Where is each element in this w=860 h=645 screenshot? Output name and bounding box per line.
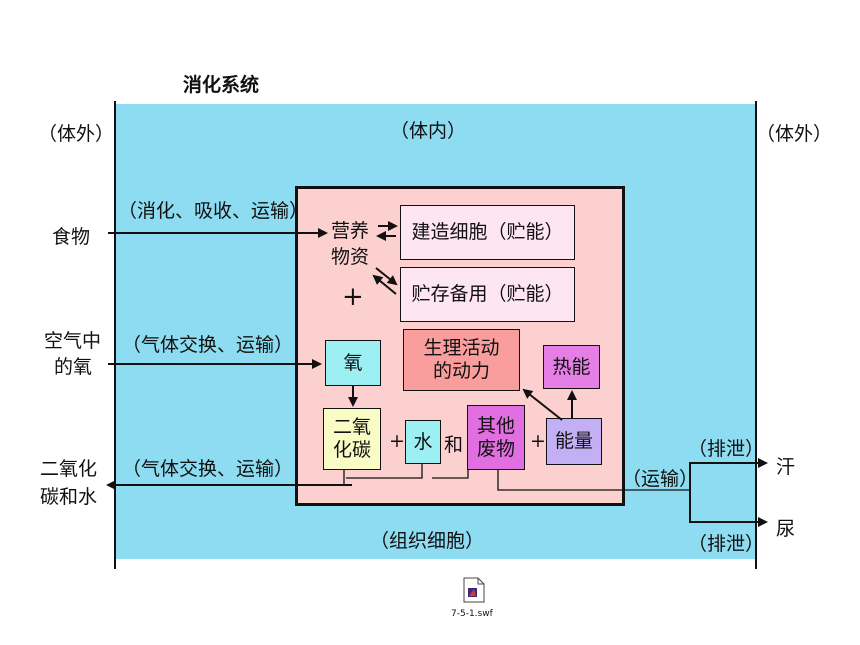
oxygen-process-label: （气体交换、运输） xyxy=(122,334,294,356)
outside-right-label: （体外） xyxy=(756,123,833,145)
air-oxygen-label-line2: 的氧 xyxy=(54,356,93,378)
nutrients-store-arrows xyxy=(372,267,398,295)
co2-process-label: （气体交换、运输） xyxy=(122,458,294,480)
life-activity-box: 生理活动的动力 xyxy=(403,329,520,391)
water-box: 水 xyxy=(405,420,441,464)
air-oxygen-label-line1: 空气中 xyxy=(44,330,102,352)
excrete-bottom-label: （排泄） xyxy=(688,533,765,555)
other-waste-line1: 其他 xyxy=(476,414,515,437)
other-waste-line2: 废物 xyxy=(476,437,515,460)
urine-label: 尿 xyxy=(776,518,796,540)
sweat-label: 汗 xyxy=(776,456,796,478)
heat-energy-box: 热能 xyxy=(543,345,600,389)
swf-file-icon[interactable] xyxy=(463,577,485,603)
other-waste-box: 其他废物 xyxy=(467,405,525,470)
nutrients-label-line1: 营养 xyxy=(331,220,370,242)
co2-water-label-line1: 二氧化 xyxy=(40,458,98,480)
right-boundary-line xyxy=(755,101,757,569)
co2-box: 二氧化碳 xyxy=(323,408,381,470)
co2-box-line2: 化碳 xyxy=(332,439,371,461)
excrete-top-label: （排泄） xyxy=(688,438,765,460)
life-activity-line1: 生理活动 xyxy=(423,337,500,359)
co2-box-line1: 二氧 xyxy=(332,416,371,438)
build-cells-box: 建造细胞（贮能） xyxy=(400,205,575,260)
transport-label: （运输） xyxy=(622,468,699,490)
oxygen-box: 氧 xyxy=(325,340,381,386)
and-label: 和 xyxy=(444,434,464,456)
food-process-label: （消化、吸收、运输） xyxy=(118,200,309,222)
output-split-arrows xyxy=(689,458,768,527)
life-activity-line2: 的动力 xyxy=(432,360,490,382)
co2-water-label-line2: 碳和水 xyxy=(40,486,98,508)
nutrients-label-line2: 物资 xyxy=(331,246,370,268)
tissue-cells-label: （组织细胞） xyxy=(370,530,485,552)
outside-left-label: （体外） xyxy=(38,123,115,145)
energy-to-activity-arrow xyxy=(522,388,563,421)
page-title: 消化系统 xyxy=(183,74,260,96)
product-bracket-lines xyxy=(343,464,690,491)
store-reserve-box: 贮存备用（贮能） xyxy=(400,267,575,322)
swf-file-name[interactable]: 7-5-1.swf xyxy=(451,609,493,619)
nutrients-build-arrows xyxy=(376,221,398,241)
plus-1: + xyxy=(389,430,405,452)
plus-2: + xyxy=(530,430,546,452)
left-boundary-line xyxy=(114,101,116,569)
food-label: 食物 xyxy=(52,226,91,248)
plus-sign: + xyxy=(342,282,364,312)
inside-label: （体内） xyxy=(390,120,467,142)
energy-box: 能量 xyxy=(546,418,602,465)
